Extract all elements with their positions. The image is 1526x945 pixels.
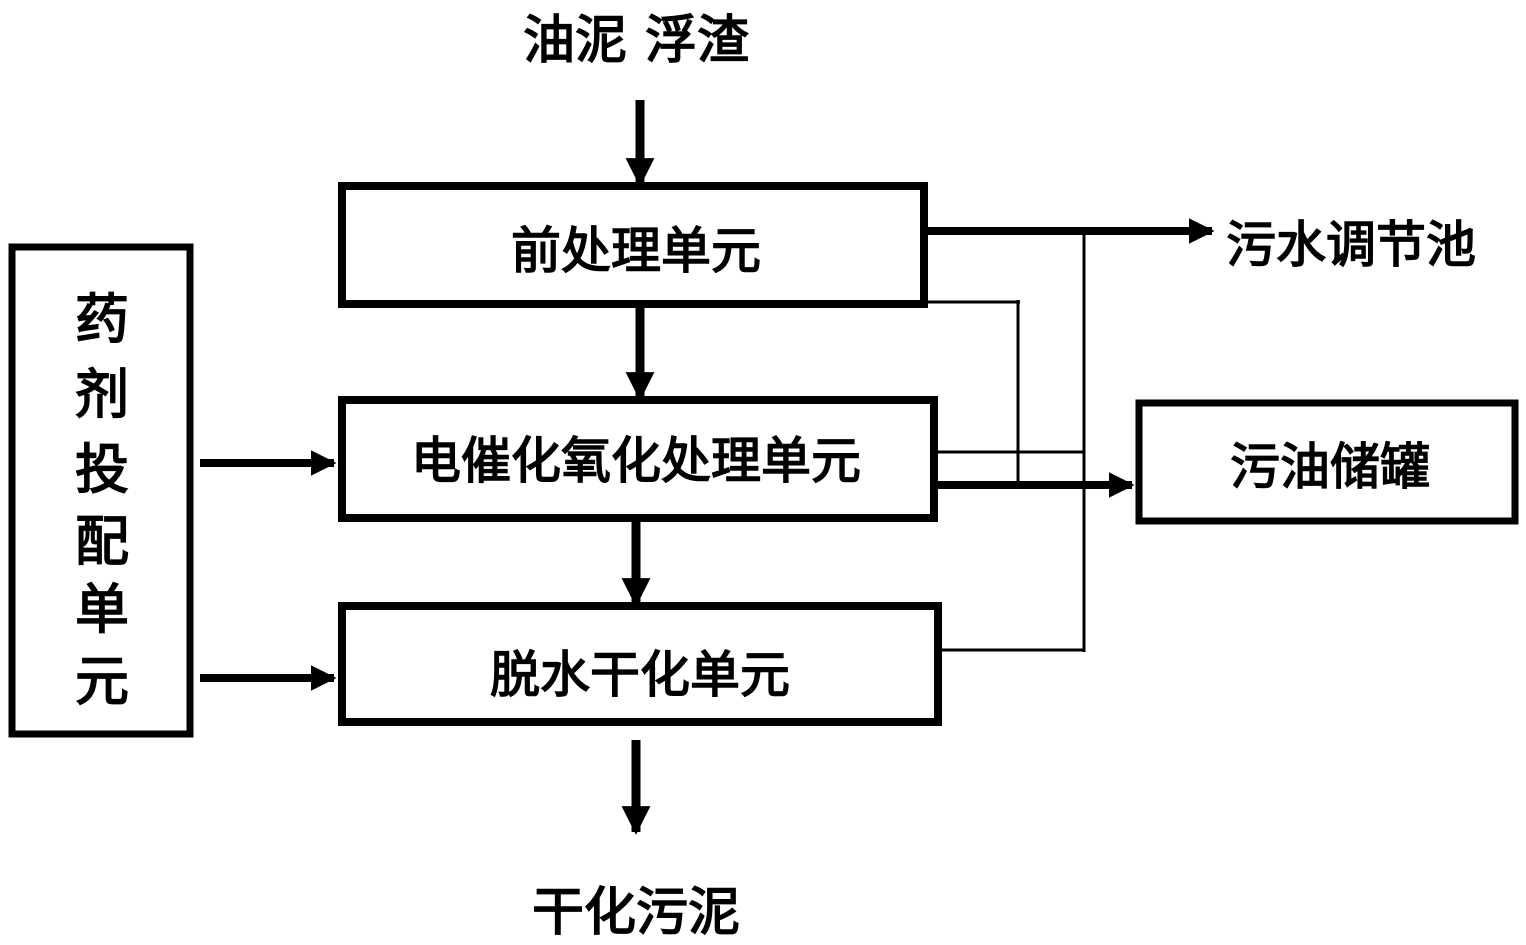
- dosing-char-6: 元: [75, 650, 129, 713]
- dewatering-drying-unit: 脱水干化单元: [338, 602, 942, 726]
- pretreatment-label: 前处理单元: [511, 222, 761, 280]
- oil-storage-tank: 污油储罐: [1135, 399, 1519, 525]
- input-label: 油泥 浮渣: [523, 11, 750, 71]
- chemical-dosing-unit: 药 剂 投 配 单 元: [8, 243, 194, 738]
- dewatering-label: 脱水干化单元: [490, 646, 790, 704]
- pretreatment-box: [338, 182, 928, 308]
- dosing-char-1: 药: [75, 288, 129, 351]
- oil-storage-box: [1135, 399, 1519, 525]
- pretreatment-unit: 前处理单元: [338, 182, 928, 308]
- dosing-char-3: 投: [75, 438, 129, 501]
- dosing-box: [8, 243, 194, 738]
- dosing-char-5: 单: [75, 578, 129, 641]
- electrocatalytic-oxidation-unit: 电催化氧化处理单元: [338, 396, 938, 522]
- oil-storage-label: 污油储罐: [1230, 438, 1430, 496]
- electro-box: [338, 396, 938, 522]
- electro-label: 电催化氧化处理单元: [411, 432, 861, 490]
- output-label: 干化污泥: [532, 883, 740, 943]
- sewage-tank-label: 污水调节池: [1226, 216, 1476, 274]
- dosing-char-2: 剂: [75, 363, 129, 426]
- dosing-char-4: 配: [75, 510, 129, 573]
- dewatering-box: [338, 602, 942, 726]
